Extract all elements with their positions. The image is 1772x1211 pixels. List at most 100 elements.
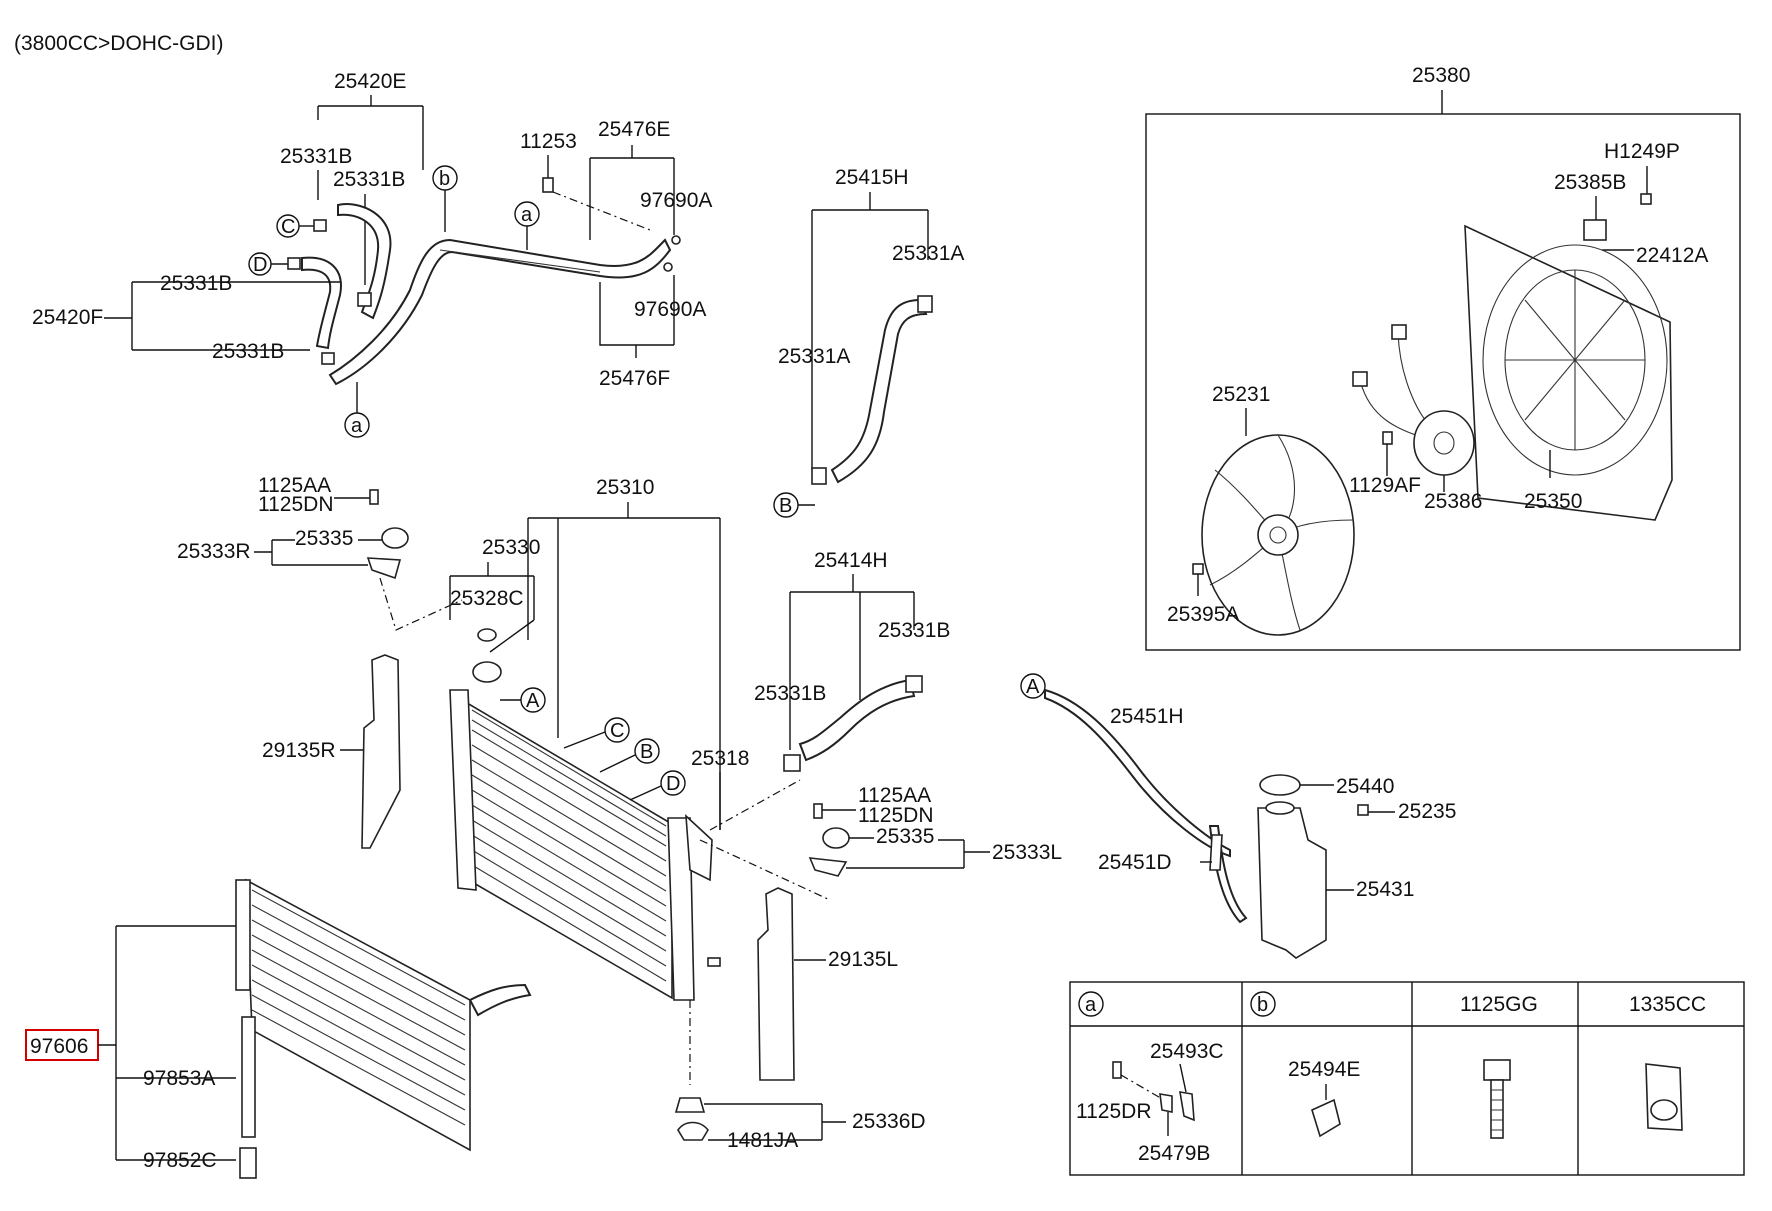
part-25335-1[interactable]: 25335 — [295, 527, 353, 550]
mount-insulator-group: 1481JA 25336D — [674, 1097, 926, 1152]
svg-text:C: C — [281, 216, 295, 238]
reservoir-tank — [1257, 807, 1327, 959]
screw-icon — [1640, 193, 1652, 205]
condenser-group: 97606 97853A 97852C — [25, 878, 532, 1179]
part-25331B-6[interactable]: 25331B — [754, 682, 826, 705]
part-25395A[interactable]: 25395A — [1167, 603, 1239, 626]
part-25476F[interactable]: 25476F — [599, 367, 670, 390]
air-guard-right-group: 29135R — [262, 654, 401, 849]
part-25336D[interactable]: 25336D — [852, 1110, 926, 1133]
part-25414H[interactable]: 25414H — [814, 549, 888, 572]
svg-text:a: a — [1085, 994, 1097, 1016]
legend-1125DR[interactable]: 1125DR — [1076, 1100, 1152, 1123]
part-25331A-2[interactable]: 25331A — [778, 345, 850, 368]
part-25331B-3[interactable]: 25331B — [160, 272, 232, 295]
part-25415H[interactable]: 25415H — [835, 166, 909, 189]
clamp-icon — [321, 352, 335, 365]
part-25451H[interactable]: 25451H — [1110, 705, 1184, 728]
callout-B-2 — [634, 738, 660, 764]
resistor-icon — [1583, 219, 1607, 241]
gasket-icon — [477, 628, 497, 642]
legend-25493C[interactable]: 25493C — [1150, 1040, 1224, 1063]
part-25235[interactable]: 25235 — [1398, 800, 1456, 823]
part-25476E[interactable]: 25476E — [598, 118, 670, 141]
air-guard-left-group: 29135L — [757, 887, 898, 1081]
legend-1335CC[interactable]: 1335CC — [1629, 993, 1706, 1016]
part-1125DN-2[interactable]: 1125DN — [858, 804, 934, 827]
part-11253[interactable]: 11253 — [520, 130, 577, 153]
clamp-icon — [783, 754, 801, 772]
part-97852C[interactable]: 97852C — [143, 1149, 217, 1172]
legend-25479B[interactable]: 25479B — [1138, 1142, 1210, 1165]
part-29135R[interactable]: 29135R — [262, 739, 336, 762]
part-25331B-2[interactable]: 25331B — [333, 168, 405, 191]
connector-icon — [1391, 324, 1407, 340]
o-ring-icon — [663, 262, 673, 272]
upper-bracket-left-group: 1125AA 1125DN 25335 25333L — [808, 784, 1062, 877]
legend-callout-a — [1078, 991, 1104, 1017]
part-1125DN-1[interactable]: 1125DN — [258, 493, 334, 516]
bolt-icon — [1357, 804, 1369, 816]
legend-1125GG[interactable]: 1125GG — [1460, 993, 1538, 1016]
part-25335-2[interactable]: 25335 — [876, 825, 934, 848]
part-25380[interactable]: 25380 — [1412, 64, 1470, 87]
part-97690A-1[interactable]: 97690A — [640, 189, 712, 212]
o-ring-icon — [671, 235, 681, 245]
flange-bolt-shank-icon — [1490, 1079, 1504, 1139]
part-97853A[interactable]: 97853A — [143, 1067, 215, 1090]
part-25385B[interactable]: 25385B — [1554, 171, 1626, 194]
part-25350[interactable]: 25350 — [1524, 490, 1582, 513]
part-25333R[interactable]: 25333R — [177, 540, 251, 563]
part-25328C[interactable]: 25328C — [450, 587, 524, 610]
part-25386[interactable]: 25386 — [1424, 490, 1482, 513]
bolt-icon — [813, 803, 823, 819]
clamp-icon — [917, 295, 933, 313]
engine-spec: (3800CC>DOHC-GDI) — [14, 32, 223, 55]
nut-icon — [1192, 563, 1204, 575]
svg-text:A: A — [1026, 676, 1040, 698]
legend-25494E[interactable]: 25494E — [1288, 1058, 1360, 1081]
clamp-icon — [287, 257, 301, 270]
part-1125AA-1[interactable]: 1125AA — [258, 474, 331, 497]
drain-plug-icon — [707, 957, 721, 967]
svg-text:b: b — [1257, 994, 1268, 1016]
svg-text:D: D — [666, 773, 680, 795]
part-1481JA[interactable]: 1481JA — [727, 1129, 798, 1152]
svg-text:a: a — [521, 204, 533, 226]
part-29135L[interactable]: 29135L — [828, 948, 898, 971]
screw-icon — [1382, 431, 1393, 445]
part-25451D[interactable]: 25451D — [1098, 851, 1172, 874]
part-25330[interactable]: 25330 — [482, 536, 540, 559]
part-25331B-4[interactable]: 25331B — [212, 340, 284, 363]
part-1125AA-2[interactable]: 1125AA — [858, 784, 931, 807]
radiator-group: 25310 25330 25328C A C B D 25318 — [449, 476, 831, 1085]
part-25431[interactable]: 25431 — [1356, 878, 1414, 901]
cooling-fan-group: 25380 H1249P 25385B 22412A 25386 1129AF … — [1145, 64, 1741, 651]
clamp-icon — [313, 219, 327, 232]
part-22412A[interactable]: 22412A — [1636, 244, 1708, 267]
svg-text:C: C — [610, 720, 624, 742]
part-25331B-5[interactable]: 25331B — [878, 619, 950, 642]
part-25318[interactable]: 25318 — [691, 747, 749, 770]
cap-icon — [472, 661, 502, 683]
part-25420E[interactable]: 25420E — [334, 70, 406, 93]
flange-bolt-head-icon — [1483, 1059, 1511, 1081]
part-97690A-2[interactable]: 97690A — [634, 298, 706, 321]
air-guard-right — [361, 654, 401, 849]
part-25440[interactable]: 25440 — [1336, 775, 1394, 798]
part-1129AF[interactable]: 1129AF — [1349, 474, 1421, 497]
part-25420F[interactable]: 25420F — [32, 306, 103, 329]
part-25333L[interactable]: 25333L — [992, 841, 1062, 864]
part-25331A-1[interactable]: 25331A — [892, 242, 964, 265]
oil-cooler-hose-group: 25420E 25331B 25331B C D 25331B 25420F 2… — [32, 70, 712, 438]
part-25231[interactable]: 25231 — [1212, 383, 1270, 406]
part-H1249P[interactable]: H1249P — [1604, 140, 1680, 163]
bolt-icon — [369, 489, 379, 505]
svg-text:a: a — [351, 415, 363, 437]
part-97606[interactable]: 97606 — [30, 1035, 88, 1058]
part-25310[interactable]: 25310 — [596, 476, 654, 499]
part-25331B-1[interactable]: 25331B — [280, 145, 352, 168]
air-guard-left — [757, 887, 795, 1081]
clip-icon — [1179, 1091, 1195, 1122]
